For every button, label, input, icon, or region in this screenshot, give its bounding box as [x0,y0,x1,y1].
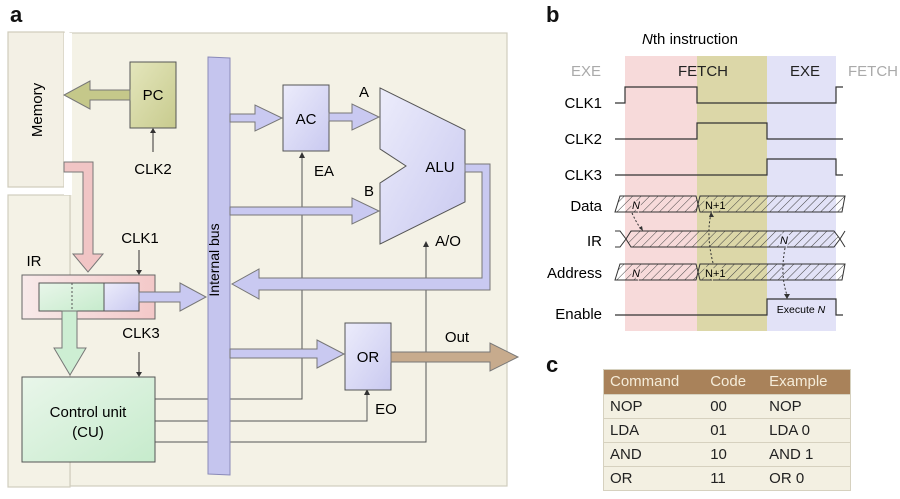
pc-label: PC [143,87,164,104]
frame-gap [64,33,72,195]
memory-to-ir-arrow [63,161,105,273]
table-cell-command: OR [603,466,705,491]
table-cell-code: 10 [704,442,764,467]
table-cell-code: 00 [704,394,764,419]
phase-next-fetch: FETCH [848,63,898,80]
signal-label-clk2: CLK2 [564,131,602,148]
bus-to-alu-b-arrow [229,197,381,225]
instruction-table: Command Code Example NOP 00 NOP LDA 01 L… [603,369,851,491]
address-segment-n [614,263,699,281]
table-cell-command: AND [603,442,705,467]
address-to-data-transfer [708,213,714,264]
ea-label: EA [314,163,334,180]
ir-to-bus-arrow [138,282,208,312]
bus-to-ac-arrow [229,104,284,132]
bus-to-or-arrow [229,339,346,369]
or-label: OR [357,349,380,366]
internal-bus [207,56,231,476]
alu-input-a-label: A [359,84,369,101]
table-row: NOP 00 NOP [603,394,851,419]
ir-operand-field [103,282,140,312]
table-header-code: Code [704,369,764,395]
enable-label: Execute N [777,304,826,316]
cpu-block-diagram: Memory PC CLK2 CLK1 IR CLK3 Control unit… [7,31,520,488]
panel-label-b: b [546,2,560,27]
clk3-arrow-icon [136,372,142,377]
clk1-arrow-icon [136,270,142,275]
table-header-row: Command Code Example [603,369,851,395]
clk1-waveform [615,86,843,104]
clk3-waveform [615,158,843,176]
table-cell-code: 01 [704,418,764,443]
address-label-n-plus-1: N+1 [705,268,726,280]
data-label-n: N [632,200,640,212]
fetch-phase-region-1 [625,56,697,331]
address-segment-n-plus-1 [697,263,846,281]
signal-label-address: Address [547,265,602,282]
clk2-arrow-icon [150,128,156,133]
table-cell-code: 11 [704,466,764,491]
signal-label-data: Data [570,198,602,215]
control-unit-block [21,376,156,463]
signal-label-clk3: CLK3 [564,167,602,184]
pc-to-memory-arrow [62,80,131,110]
signal-label-ir: IR [587,233,602,250]
data-segment-n-plus-1 [697,195,846,213]
table-row: AND 10 AND 1 [603,442,851,467]
clk1-label: CLK1 [121,230,159,247]
pc-block [129,61,177,129]
ac-block [282,84,330,152]
table-cell-example: LDA 0 [763,418,851,443]
control-unit-label-1: Control unit [50,404,128,421]
eo-label: EO [375,401,397,418]
clk3-label: CLK3 [122,325,160,342]
control-unit-label-2: (CU) [72,424,104,441]
ao-label: A/O [435,233,461,250]
ir-to-cu-arrow [53,310,87,376]
signal-label-enable: Enable [555,306,602,323]
table-cell-command: LDA [603,418,705,443]
table-header-command: Command [603,369,705,395]
out-arrow [390,342,520,372]
internal-bus-label: Internal bus [206,223,222,296]
exe-phase-region [767,56,836,331]
phase-prev-exe: EXE [571,63,601,80]
alu-block [379,87,466,245]
data-segment-n [614,195,699,213]
timing-title: Nth instruction [642,31,738,48]
table-cell-example: OR 0 [763,466,851,491]
table-cell-example: AND 1 [763,442,851,467]
memory-label: Memory [29,82,46,137]
table-row: LDA 01 LDA 0 [603,418,851,443]
ao-control-line [155,244,427,443]
enable-waveform [615,298,843,316]
address-label-n: N [632,268,640,280]
ir-label-n: N [780,235,788,247]
ac-to-alu-arrow [328,103,381,131]
data-label-n-plus-1: N+1 [705,200,726,212]
phase-fetch: FETCH [678,63,728,80]
alu-label: ALU [425,159,454,176]
alu-input-b-label: B [364,183,374,200]
panel-label-a: a [10,2,23,27]
table-cell-command: NOP [603,394,705,419]
timing-diagram: Nth instruction EXE FETCH EXE FETCH CLK1… [547,31,898,331]
ea-control-line [155,155,303,400]
clk2-label: CLK2 [134,161,172,178]
signal-label-clk1: CLK1 [564,95,602,112]
panel-label-c: c [546,352,559,377]
alu-to-bus-arrow [230,163,491,300]
ir-to-enable-transfer [782,247,788,296]
phase-exe: EXE [790,63,820,80]
table-header-example: Example [763,369,851,395]
ac-label: AC [296,111,317,128]
table-cell-example: NOP [763,394,851,419]
clk2-waveform [615,122,843,140]
out-label: Out [445,329,470,346]
table-row: OR 11 OR 0 [603,466,851,491]
fetch-phase-region-2 [697,56,767,331]
ir-segment-n [625,230,841,248]
ir-label: IR [27,253,42,270]
